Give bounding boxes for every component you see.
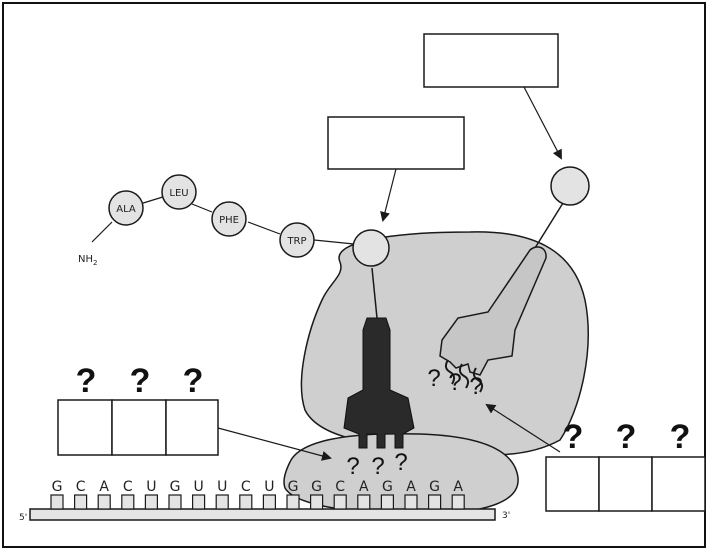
light-trna-anticodon-loops bbox=[444, 359, 484, 393]
mrna-base-letter: A bbox=[453, 479, 463, 495]
anticodon-question-mark: ? bbox=[394, 449, 407, 476]
dark-trna bbox=[343, 317, 415, 449]
pointer-arrow bbox=[380, 168, 397, 222]
mrna-base-letter: G bbox=[52, 479, 63, 495]
peptide-bond bbox=[313, 239, 355, 245]
amino-acid-phe bbox=[211, 201, 247, 237]
mrna-base-letter: U bbox=[146, 479, 156, 495]
light-trna-stem bbox=[534, 202, 564, 249]
question-mark: ? bbox=[183, 362, 204, 400]
anticodon-question-mark: ? bbox=[469, 373, 482, 400]
anticodon-question-mark: ? bbox=[427, 365, 440, 392]
mrna-base-tick bbox=[239, 494, 253, 510]
mrna-base-tick bbox=[168, 494, 182, 510]
mrna-base-letter: C bbox=[123, 479, 133, 495]
mrna-base-letter: G bbox=[311, 479, 322, 495]
five-prime-label: 5' bbox=[19, 513, 27, 523]
peptide-bond bbox=[191, 203, 213, 213]
question-mark: ? bbox=[76, 362, 97, 400]
anticodon-box bbox=[598, 456, 653, 512]
unlabeled-amino-acid-circle bbox=[352, 229, 390, 267]
codon-box bbox=[111, 399, 167, 456]
mrna-base-letter: U bbox=[264, 479, 274, 495]
pointer-arrow bbox=[523, 86, 562, 160]
peptide-bond bbox=[247, 221, 281, 235]
empty-label-box bbox=[327, 116, 465, 170]
mrna-base-tick bbox=[121, 494, 135, 510]
mrna-base-tick bbox=[380, 494, 394, 510]
mrna-base-tick bbox=[357, 494, 371, 510]
mrna-base-letter: C bbox=[76, 479, 86, 495]
mrna-base-letter: G bbox=[429, 479, 440, 495]
unlabeled-amino-acid-circle bbox=[550, 166, 590, 206]
mrna-base-tick bbox=[286, 494, 300, 510]
mrna-base-tick bbox=[50, 494, 64, 510]
mrna-base-tick bbox=[333, 494, 347, 510]
dark-trna-stem bbox=[371, 267, 378, 319]
mrna-base-tick bbox=[97, 494, 111, 510]
light-trna bbox=[439, 246, 547, 376]
amino-acid-trp bbox=[279, 222, 315, 258]
empty-label-box bbox=[423, 33, 559, 88]
mrna-base-tick bbox=[404, 494, 418, 510]
three-prime-label: 3' bbox=[502, 511, 510, 521]
mrna-base-letter: C bbox=[241, 479, 251, 495]
amino-acid-leu bbox=[161, 174, 197, 210]
mrna-base-letter: G bbox=[382, 479, 393, 495]
mrna-base-tick bbox=[310, 494, 324, 510]
mrna-base-letter: G bbox=[288, 479, 299, 495]
mrna-base-letter: G bbox=[170, 479, 181, 495]
mrna-base-tick bbox=[192, 494, 206, 510]
mrna-base-tick bbox=[215, 494, 229, 510]
question-mark: ? bbox=[670, 418, 691, 456]
amino-acid-label: TRP bbox=[286, 236, 306, 247]
codon-box bbox=[57, 399, 113, 456]
amino-acid-label: PHE bbox=[219, 215, 239, 226]
mrna-base-letter: C bbox=[335, 479, 345, 495]
mrna-base-tick bbox=[451, 494, 465, 510]
mrna-base-tick bbox=[73, 494, 88, 510]
anticodon-question-mark: ? bbox=[346, 453, 359, 480]
amino-acid-label: ALA bbox=[116, 204, 136, 215]
pointer-arrow bbox=[217, 427, 332, 461]
mrna-strand bbox=[29, 508, 496, 521]
nh2-bond bbox=[91, 221, 113, 243]
pointer-arrow bbox=[485, 403, 561, 453]
mrna-base-tick bbox=[262, 494, 276, 510]
question-mark: ? bbox=[563, 418, 584, 456]
mrna-base-letter: U bbox=[217, 479, 227, 495]
mrna-base-letter: A bbox=[99, 479, 109, 495]
nh2-terminus: NH2 bbox=[78, 254, 97, 267]
amino-acid-label: LEU bbox=[169, 188, 188, 199]
mrna-base-letter: A bbox=[406, 479, 416, 495]
question-mark: ? bbox=[130, 362, 151, 400]
mrna-base-tick bbox=[428, 494, 442, 510]
mrna-base-ticks bbox=[50, 494, 465, 510]
mrna-base-letter: A bbox=[359, 479, 369, 495]
amino-acid-ala bbox=[108, 190, 144, 226]
anticodon-question-mark: ? bbox=[448, 369, 461, 396]
codon-box bbox=[165, 399, 219, 456]
peptide-bond bbox=[139, 195, 167, 205]
mrna-base-tick bbox=[144, 494, 158, 510]
anticodon-box bbox=[545, 456, 600, 512]
question-mark: ? bbox=[616, 418, 637, 456]
anticodon-box bbox=[651, 456, 706, 512]
anticodon-question-mark: ? bbox=[371, 453, 384, 480]
mrna-base-letter: U bbox=[193, 479, 203, 495]
